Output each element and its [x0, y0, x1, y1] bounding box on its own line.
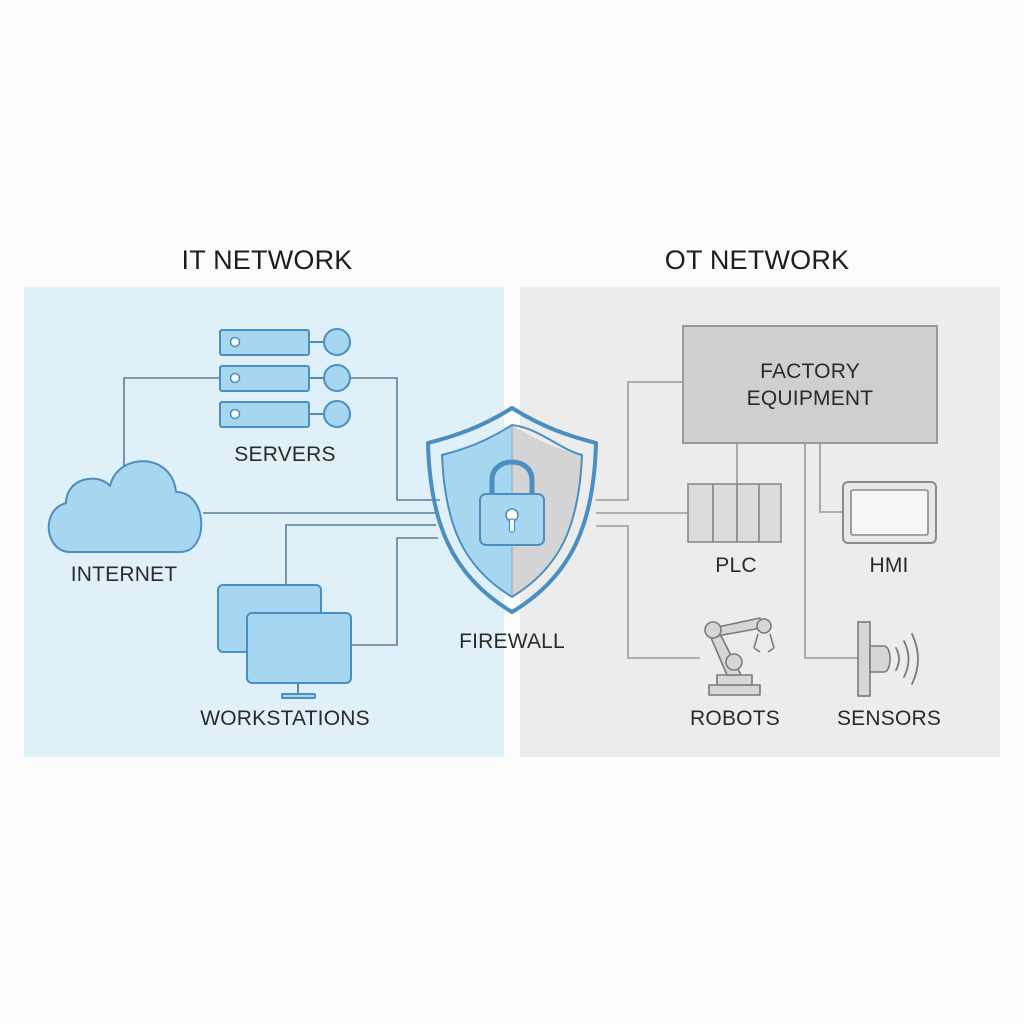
internet-label: INTERNET [70, 563, 178, 586]
factory-equipment-label-line1: FACTORY [760, 360, 860, 383]
monitor-icon [217, 584, 352, 699]
padlock-icon [479, 459, 545, 546]
plc-label: PLC [715, 554, 757, 577]
hmi-label: HMI [869, 554, 909, 577]
factory-equipment-label-line2: EQUIPMENT [746, 387, 874, 410]
plc-module-icon [687, 483, 782, 543]
servers-label: SERVERS [234, 443, 336, 466]
sensor-icon [857, 621, 919, 697]
factory-equipment-label: FACTORY EQUIPMENT [747, 358, 874, 412]
firewall-label: FIREWALL [459, 630, 565, 653]
ot-connectors [596, 381, 858, 659]
server-rack-icon [219, 328, 351, 428]
robots-label: ROBOTS [690, 707, 780, 730]
factory-equipment-box [682, 325, 938, 444]
it-connectors [123, 377, 440, 646]
it-network-title: IT NETWORK [181, 245, 353, 275]
hmi-screen-icon [842, 481, 937, 544]
sensors-label: SENSORS [836, 707, 942, 730]
ot-network-title: OT NETWORK [664, 245, 850, 275]
cloud-icon [47, 460, 203, 553]
robot-arm-icon [704, 617, 775, 696]
workstations-label: WORKSTATIONS [200, 707, 370, 730]
